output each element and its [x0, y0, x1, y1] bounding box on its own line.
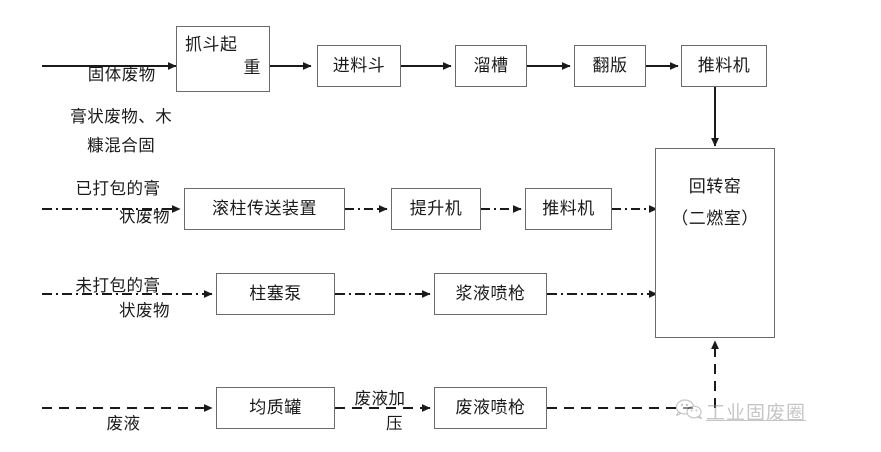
node-waste-liquid-gun-label: 废液喷枪 — [455, 397, 526, 417]
node-homogenizing-tank[interactable]: 均质罐 — [216, 387, 335, 429]
node-pusher-top[interactable]: 推料机 — [681, 45, 767, 87]
node-elevator[interactable]: 提升机 — [391, 188, 481, 230]
input-label-unpacked-paste-line2: 状废物 — [119, 300, 170, 320]
node-roller-conveyor[interactable]: 滚柱传送装置 — [184, 188, 345, 230]
node-plunger-pump[interactable]: 柱塞泵 — [216, 273, 335, 315]
watermark: 工业固废圈 — [674, 398, 807, 425]
node-pusher-top-label: 推料机 — [697, 55, 751, 75]
wechat-icon — [674, 398, 704, 425]
node-rotary-kiln-line2: （二燃室） — [671, 209, 759, 229]
input-label-solid-waste-line2: 膏状废物、木 — [70, 106, 173, 126]
node-feed-hopper-label: 进料斗 — [332, 55, 386, 75]
node-chute[interactable]: 溜槽 — [455, 45, 527, 87]
watermark-text: 工业固废圈 — [706, 403, 807, 424]
node-flip-plate[interactable]: 翻版 — [574, 45, 646, 87]
edge-label-pressurize-line2: 压 — [386, 413, 403, 433]
node-flip-plate-label: 翻版 — [592, 55, 628, 75]
input-label-packed-paste-line2: 状废物 — [119, 206, 170, 226]
node-grab-crane[interactable]: 抓斗起 重 — [176, 26, 270, 92]
input-label-unpacked-paste-line1: 未打包的膏 — [75, 275, 161, 295]
node-slurry-gun[interactable]: 浆液喷枪 — [434, 273, 547, 315]
node-roller-conveyor-label: 滚柱传送装置 — [212, 198, 317, 218]
input-label-solid-waste-line3: 糠混合固 — [87, 135, 156, 155]
input-label-waste-liquid: 废液 — [106, 413, 141, 433]
node-grab-crane-line1: 抓斗起 — [185, 35, 238, 54]
node-chute-label: 溜槽 — [473, 55, 509, 75]
edge-label-pressurize-line1: 废液加 — [354, 388, 406, 408]
input-label-packed-paste-line1: 已打包的膏 — [75, 178, 161, 198]
node-rotary-kiln-line1: 回转窑 — [688, 177, 742, 196]
node-pusher-mid[interactable]: 推料机 — [525, 188, 612, 230]
node-slurry-gun-label: 浆液喷枪 — [455, 283, 526, 303]
node-waste-liquid-gun[interactable]: 废液喷枪 — [434, 387, 547, 429]
node-homogenizing-tank-label: 均质罐 — [249, 397, 302, 417]
node-elevator-label: 提升机 — [409, 198, 463, 218]
node-plunger-pump-label: 柱塞泵 — [249, 283, 302, 303]
input-label-solid-waste-line1: 固体废物 — [87, 64, 156, 84]
node-grab-crane-line2: 重 — [243, 57, 261, 77]
node-rotary-kiln[interactable]: 回转窑 （二燃室） — [655, 148, 775, 338]
node-pusher-mid-label: 推料机 — [542, 198, 595, 218]
node-feed-hopper[interactable]: 进料斗 — [317, 45, 401, 87]
